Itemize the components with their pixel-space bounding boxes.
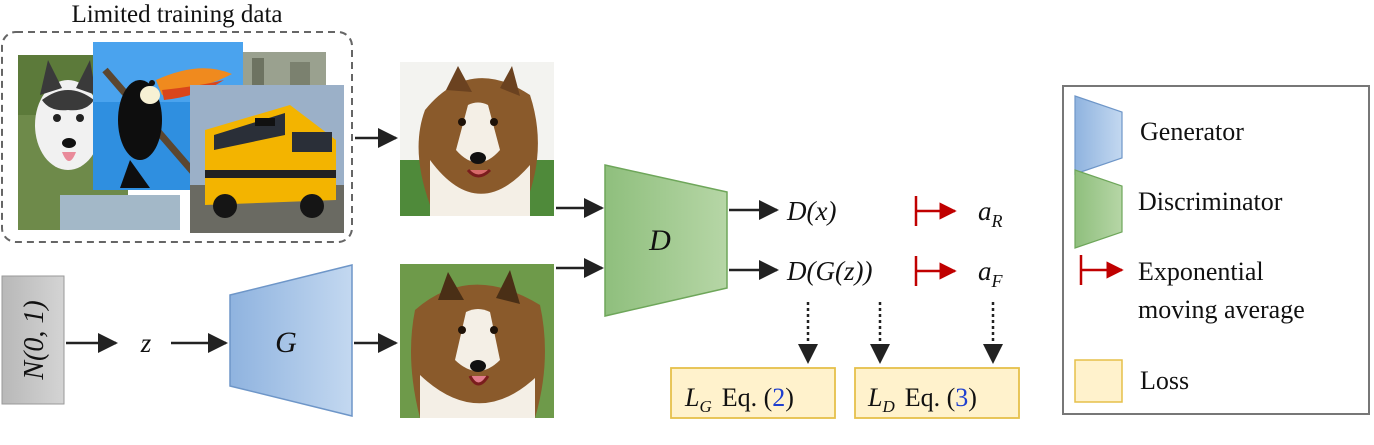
real-output-label: D(x): [786, 196, 836, 226]
training-data-group: [1, 31, 353, 243]
generator-loss-box: [670, 367, 836, 419]
discriminator-label: D: [648, 224, 671, 257]
discriminator-swatch: [1074, 169, 1123, 249]
ema-arrow-icon: [1079, 255, 1124, 285]
loss-swatch: [1074, 359, 1123, 403]
legend-discriminator-label: Discriminator: [1138, 187, 1283, 216]
noise-box: [1, 275, 65, 405]
collie-real-photo: [400, 62, 554, 216]
ema-fake-label: aF: [978, 256, 1004, 291]
ema-arrow-fake: [914, 256, 957, 286]
legend-loss-label: Loss: [1140, 366, 1189, 395]
legend-generator-label: Generator: [1140, 117, 1244, 146]
ema-arrow-real: [914, 196, 957, 226]
training-data-label: Limited training data: [71, 1, 282, 28]
generator-label: G: [275, 326, 297, 359]
discriminator-loss-box: [854, 367, 1020, 419]
noise-label: N(0, 1): [19, 300, 50, 380]
legend-ema-label-line1: Exponential: [1138, 257, 1264, 286]
school-bus-photo: [190, 85, 344, 233]
discriminator-block: [604, 164, 728, 317]
ema-real-label: aR: [978, 196, 1003, 231]
generator-block: [229, 264, 353, 417]
generator-swatch: [1074, 95, 1123, 175]
collie-generated-photo: [400, 264, 554, 418]
fake-output-label: D(G(z)): [786, 256, 872, 286]
legend-ema-label-line2: moving average: [1138, 295, 1305, 324]
latent-label: z: [140, 328, 152, 358]
